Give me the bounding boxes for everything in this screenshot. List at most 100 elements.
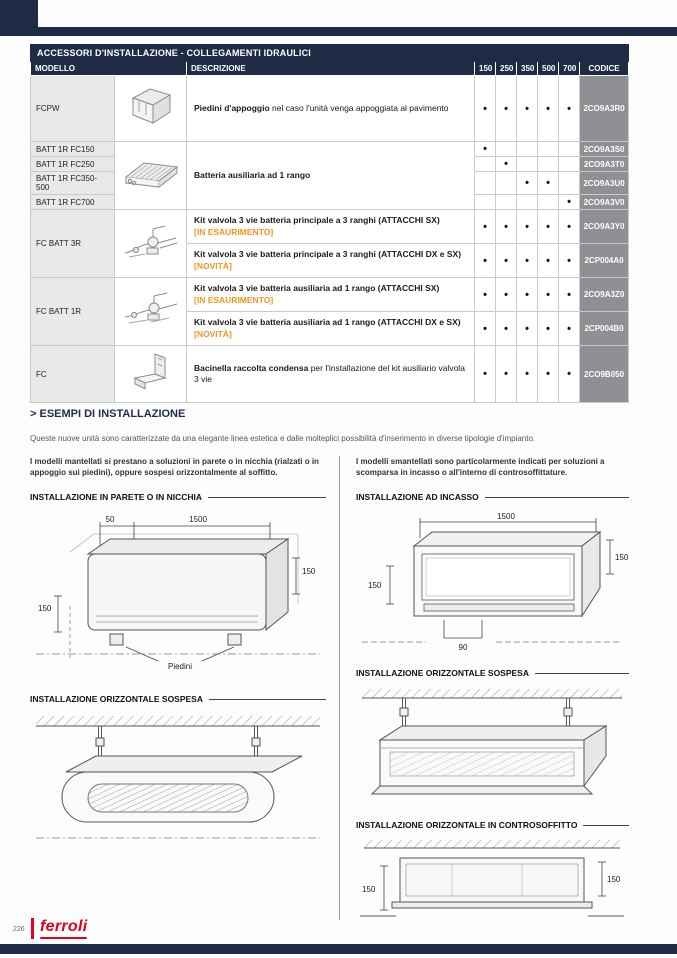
dim-1500: 1500	[189, 515, 207, 524]
ferroli-logo-text: ferroli	[40, 918, 88, 935]
figure-parete-nicchia: 50 1500 150 150	[30, 508, 326, 680]
size-dot: •	[516, 243, 538, 278]
size-dot: •	[537, 209, 559, 244]
size-dot: •	[537, 277, 559, 312]
size-dot: •	[474, 209, 496, 244]
figure-incasso: 1500 150 150 90	[356, 508, 629, 654]
model-cell: FC BATT 3R	[30, 209, 115, 278]
size-dot	[474, 156, 496, 172]
size-dot: •	[537, 243, 559, 278]
description-cell: Bacinella raccolta condensa per l'instal…	[186, 345, 475, 403]
size-dot: •	[537, 311, 559, 346]
description-cell: Batteria ausiliaria ad 1 rango	[186, 141, 475, 210]
figure-title: INSTALLAZIONE ORIZZONTALE IN CONTROSOFFI…	[356, 820, 629, 830]
size-dot	[537, 194, 559, 210]
hanger-rods	[95, 726, 261, 761]
table-row: Kit valvola 3 vie batteria principale a …	[31, 243, 630, 278]
size-dot: •	[516, 311, 538, 346]
description-cell: Kit valvola 3 vie batteria ausiliaria ad…	[186, 311, 475, 346]
product-image-piedini	[114, 75, 187, 142]
size-dot: •	[474, 311, 496, 346]
parete-nicchia-drawing: 50 1500 150 150	[36, 515, 320, 671]
dim-90: 90	[459, 643, 468, 652]
figure-title-text: INSTALLAZIONE ORIZZONTALE IN CONTROSOFFI…	[356, 820, 578, 831]
model-cell: FC	[30, 345, 115, 403]
ceiling-hatch	[36, 716, 320, 727]
dim-150-right: 150	[607, 875, 621, 884]
dim-150-left: 150	[368, 581, 382, 590]
description-bold: Bacinella raccolta condensa	[194, 362, 309, 373]
dim-150-right: 150	[615, 553, 629, 562]
model-cell: BATT 1R FC700	[30, 194, 115, 210]
logo-swoosh	[40, 937, 88, 939]
unit-body	[412, 531, 602, 619]
col-header-descrizione: DESCRIZIONE	[186, 61, 475, 76]
model-cell: FCPW	[30, 75, 115, 142]
size-dot	[495, 141, 517, 157]
size-dot	[558, 156, 580, 172]
size-dot: •	[474, 345, 496, 403]
code-cell: 2CO9A3S0	[578, 141, 630, 157]
size-dot: •	[516, 345, 538, 403]
section-heading: > ESEMPI DI INSTALLAZIONE	[30, 408, 186, 420]
size-dot	[516, 141, 538, 157]
product-image-kit-valvola-3r	[114, 209, 187, 278]
dim-150-left: 150	[362, 885, 376, 894]
figure-title-text: INSTALLAZIONE ORIZZONTALE SOSPESA	[30, 694, 203, 705]
size-dot: •	[474, 277, 496, 312]
figure-orizzontale-sospesa-left	[30, 710, 326, 846]
size-dot: •	[516, 75, 538, 142]
size-dot	[516, 156, 538, 172]
batteria-drawing	[124, 162, 178, 188]
right-lead-text: I modelli smantellati sono particolarmen…	[356, 457, 605, 478]
size-dot	[516, 194, 538, 210]
code-cell: 2CP004B0	[578, 311, 630, 346]
size-dot	[495, 171, 517, 195]
description-cell: Kit valvola 3 vie batteria principale a …	[186, 243, 475, 278]
examples-right-column: I modelli smantellati sono particolarmen…	[356, 456, 629, 932]
status-tag: [NOVITÀ]	[194, 328, 232, 339]
size-dot: •	[558, 75, 580, 142]
description-bold: Batteria ausiliaria ad 1 rango	[194, 169, 311, 180]
sospesa-left-drawing	[36, 716, 320, 839]
product-image-kit-valvola-1r	[114, 277, 187, 346]
dim-150-left: 150	[38, 604, 52, 613]
top-bar	[0, 27, 677, 36]
size-dot	[537, 156, 559, 172]
size-dot: •	[495, 277, 517, 312]
table-row: Kit valvola 3 vie batteria ausiliaria ad…	[31, 311, 630, 346]
size-dot: •	[516, 277, 538, 312]
figure-title: INSTALLAZIONE ORIZZONTALE SOSPESA	[356, 668, 629, 678]
status-tag: [IN ESAURIMENTO]	[194, 226, 274, 237]
size-dot	[558, 171, 580, 195]
controsoffitto-drawing: 150 150	[360, 840, 624, 917]
piedini-label: Piedini	[168, 662, 192, 671]
table-row: FC BATT 1R	[30, 277, 630, 346]
table-row: BATT 1R FC150 Batteria ausiliaria ad 1 r	[30, 141, 630, 210]
size-dot: •	[495, 243, 517, 278]
unit-body	[370, 725, 608, 795]
code-cell: 2CO9B050	[578, 345, 630, 403]
model-cell: BATT 1R FC250	[30, 156, 115, 172]
col-header-codice: CODICE	[578, 61, 630, 76]
unit-body	[61, 755, 303, 823]
size-dot: •	[537, 171, 559, 195]
accessories-table: ACCESSORI D'INSTALLAZIONE - COLLEGAMENTI…	[29, 44, 630, 403]
table-title: ACCESSORI D'INSTALLAZIONE - COLLEGAMENTI…	[29, 44, 630, 62]
size-dot: •	[474, 141, 496, 157]
size-dot: •	[474, 75, 496, 142]
model-cell: BATT 1R FC150	[30, 141, 115, 157]
kit-valvola-drawing	[124, 292, 177, 324]
section-intro: Queste nuove unità sono caratterizzate d…	[30, 434, 536, 443]
figure-title: INSTALLAZIONE IN PARETE O IN NICCHIA	[30, 492, 326, 502]
product-image-bacinella	[114, 345, 187, 403]
size-dot: •	[537, 345, 559, 403]
description-text: nel caso l'unità venga appoggiata al pav…	[269, 102, 449, 113]
size-dot: •	[537, 75, 559, 142]
size-dot: •	[495, 345, 517, 403]
bacinella-drawing	[132, 352, 167, 390]
incasso-drawing: 1500 150 150 90	[362, 512, 629, 652]
size-dot: •	[558, 311, 580, 346]
col-header-150: 150	[474, 61, 496, 76]
